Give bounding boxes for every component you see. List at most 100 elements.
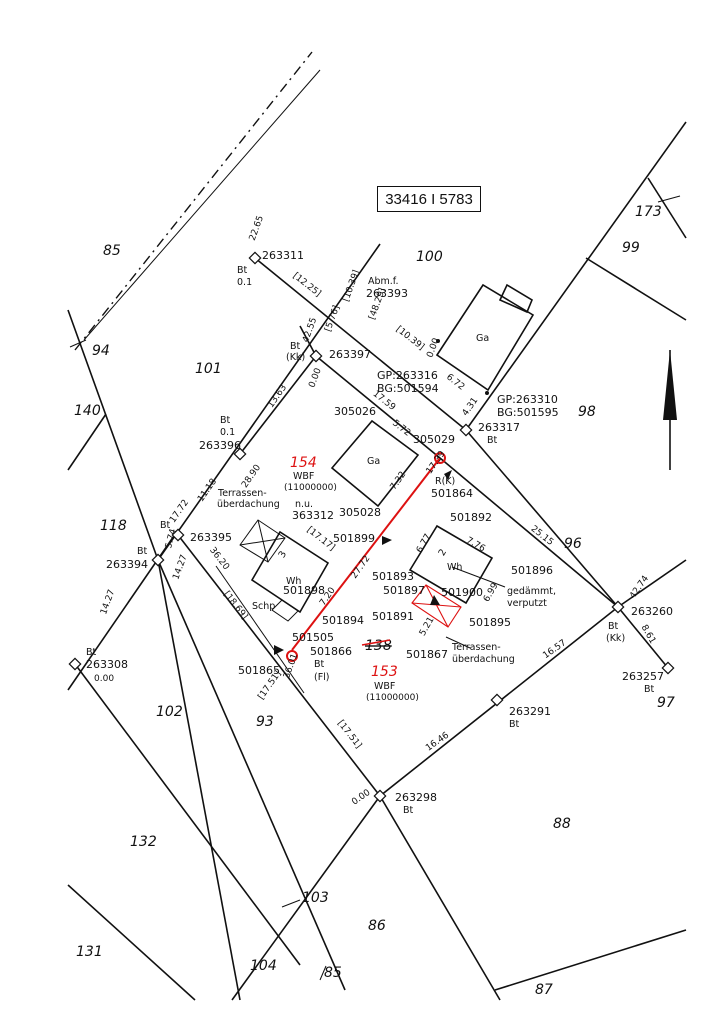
parcel-118: 118 (100, 518, 127, 534)
new-point-501866 (286, 650, 298, 662)
parcel-100: 100 (416, 249, 443, 265)
lbl-263260: 263260 (631, 605, 673, 618)
lbl-263311-m: Bt (237, 265, 248, 276)
dim-28-90: 28.90 (240, 463, 263, 490)
lbl-501891: 501891 (372, 610, 414, 623)
gp-263310: GP:263310 (497, 393, 558, 406)
house-3-label: Wh (286, 576, 301, 587)
pointer-173 (657, 195, 681, 203)
lbl-501866: 501866 (310, 645, 352, 658)
point-263395 (171, 528, 185, 542)
boundary-lines (67, 51, 687, 1001)
point-263394 (151, 553, 165, 567)
lbl-501864-m: R(K) (435, 476, 455, 487)
lbl-263308: 263308 (86, 658, 128, 671)
dim-22-65: 22.65 (248, 215, 266, 243)
lbl-501899: 501899 (333, 532, 375, 545)
abmf-label: Abm.f. (368, 276, 398, 287)
point-263308 (68, 657, 82, 671)
nu-label: n.u. (295, 499, 313, 510)
lbl-263308-m2: 0.00 (94, 674, 114, 684)
marker-arrow-1 (444, 470, 452, 480)
point-263260 (611, 600, 625, 614)
dim-14-27a: 14.27 (99, 588, 117, 616)
boundary-263397-up (299, 325, 317, 357)
terrace2-line2: überdachung (452, 654, 515, 665)
lbl-263291: 263291 (509, 705, 551, 718)
gedaemmt-2: verputzt (507, 598, 547, 609)
lbl-501865: 501865 (238, 664, 280, 677)
parcel-173: 173 (635, 204, 662, 220)
boundary-99 (585, 257, 687, 321)
boundary-131 (67, 884, 196, 1001)
lbl-263394: 263394 (106, 558, 148, 571)
parcel-94: 94 (92, 343, 110, 359)
dim-17-17: [17.17] (305, 525, 337, 553)
boundary-173 (647, 177, 687, 239)
lbl-263395: 263395 (190, 531, 232, 544)
point-labels: 263311 Bt 0.1 263397 Bt (Kk) 263396 Bt 0… (86, 249, 673, 816)
parcel-154-use: WBF (293, 471, 314, 482)
terrace-2-cross-b (425, 584, 449, 628)
dim-14-27b: 14.27 (171, 553, 189, 581)
bg-501594: BG:501594 (377, 382, 439, 395)
point-263397 (309, 349, 323, 363)
parcel-131: 131 (76, 944, 103, 960)
dim-0-00c: 0.00 (350, 788, 372, 808)
terrace1-line1: Terrassen- (217, 488, 267, 499)
dim-11-18: 11.18 (196, 477, 219, 504)
lbl-501866-m2: (Fl) (314, 672, 330, 683)
sheet-identifier: 33416 I 5783 (377, 186, 481, 212)
point-263311 (248, 251, 262, 265)
boundary-86 (379, 795, 501, 1001)
dim-5-21: 5.21 (418, 615, 437, 637)
pointer-94 (69, 339, 87, 348)
lbl-501895: 501895 (469, 616, 511, 629)
marker-arrow-2 (382, 536, 392, 545)
lbl-263291-m: Bt (509, 719, 520, 730)
parcel-93: 93 (256, 714, 274, 730)
dim-17-51b: [17.51] (335, 719, 363, 751)
boundary-to-263397 (157, 243, 381, 561)
parcel-154-code: (11000000) (284, 483, 337, 493)
lbl-263396: 263396 (199, 439, 241, 452)
boundary-left-upper (67, 309, 159, 561)
marker-arrow-3 (274, 645, 284, 655)
dim-10-39b: [10.39] (394, 325, 426, 353)
parcel-85: 85 (103, 243, 121, 259)
boundary-rear (315, 355, 441, 459)
parcel-104: 104 (250, 958, 277, 974)
parcel-101: 101 (195, 361, 222, 377)
point-263257 (661, 661, 675, 675)
lbl-263308-m: Bt (86, 647, 97, 658)
parcel-98: 98 (578, 404, 596, 420)
new-point-501864 (434, 452, 446, 464)
boundary-153-top (439, 457, 619, 608)
house-2 (408, 524, 494, 605)
lbl-501867: 501867 (406, 648, 448, 661)
parcel-132: 132 (130, 834, 157, 850)
house-2-label: Wh (447, 562, 462, 573)
pointer-85 (319, 965, 327, 981)
parcel-87: 87 (535, 982, 553, 998)
terrace-1-cross-b (257, 519, 269, 563)
point-263298 (373, 789, 387, 803)
parcel-154: 154 (290, 455, 317, 471)
gp-263316: GP:263316 (377, 369, 438, 382)
pointer-gedaemmt (451, 566, 506, 588)
marker-arrow-4 (430, 595, 440, 605)
lbl-263260-m: Bt (608, 621, 619, 632)
boundary-dashed-parallel (83, 69, 321, 341)
buildings (239, 283, 535, 628)
lbl-501892: 501892 (450, 511, 492, 524)
lbl-263311-m2: 0.1 (237, 277, 252, 288)
dim-42-55: 42.55 (301, 316, 319, 344)
lbl-263394-m: Bt (137, 546, 148, 557)
lbl-263257-m: Bt (644, 684, 655, 695)
lbl-501898: 501898 (283, 584, 325, 597)
boundary-98-99 (465, 121, 687, 431)
boundary-263260-right (617, 559, 687, 608)
point-263317 (459, 423, 473, 437)
annotations: Abm.f. 263393 GP:263316 BG:501594 GP:263… (217, 276, 559, 677)
dim-12-25: [12.25] (291, 271, 323, 299)
